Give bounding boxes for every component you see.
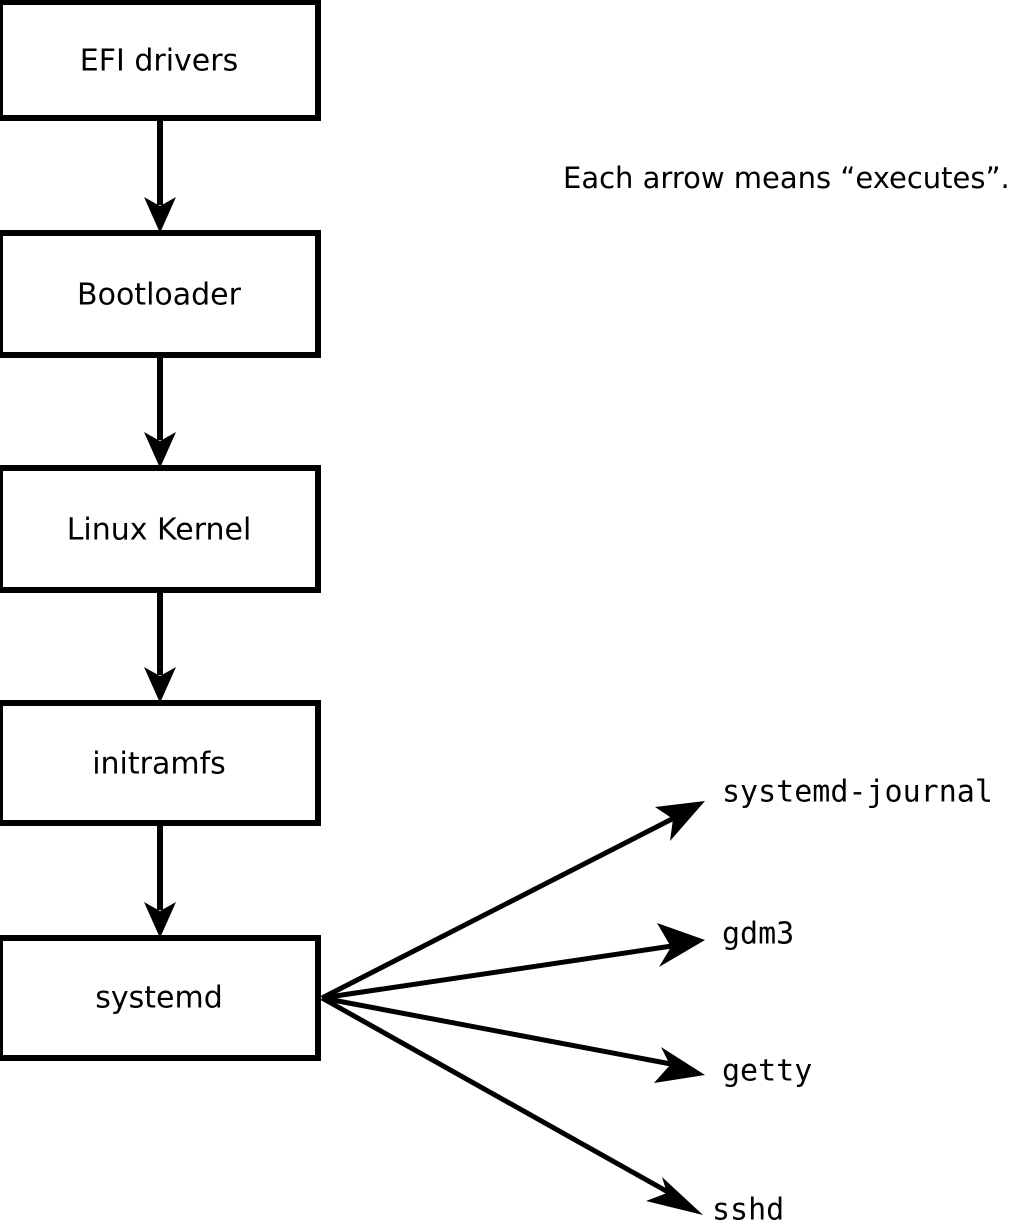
fan-arrow-systemd-to-gdm3 bbox=[321, 923, 705, 1001]
stage-box-label-initramfs: initramfs bbox=[92, 747, 226, 782]
flow-arrow-kernel-to-initramfs bbox=[144, 590, 176, 703]
process-label-sshd: sshd bbox=[712, 1193, 784, 1228]
stage-box-label-efi-drivers: EFI drivers bbox=[80, 44, 238, 79]
stage-box-initramfs[interactable]: initramfs bbox=[0, 700, 321, 826]
fan-arrow-systemd-to-systemd-journal bbox=[320, 801, 705, 1001]
fan-arrow-systemd-to-sshd bbox=[320, 995, 703, 1215]
stage-box-linux-kernel[interactable]: Linux Kernel bbox=[0, 465, 321, 593]
process-label-gdm3: gdm3 bbox=[722, 917, 794, 952]
flow-arrow-efi-to-bootloader bbox=[144, 118, 176, 233]
process-label-getty: getty bbox=[722, 1054, 812, 1089]
flow-arrow-bootloader-to-kernel bbox=[144, 355, 176, 468]
stage-box-systemd[interactable]: systemd bbox=[0, 935, 321, 1061]
process-label-systemd-journal: systemd-journal bbox=[722, 775, 993, 810]
flow-arrow-initramfs-to-systemd bbox=[144, 823, 176, 938]
stage-box-label-bootloader: Bootloader bbox=[77, 278, 242, 313]
fan-arrow-systemd-to-getty bbox=[321, 995, 705, 1083]
stage-box-efi-drivers[interactable]: EFI drivers bbox=[0, 0, 321, 121]
stage-box-bootloader[interactable]: Bootloader bbox=[0, 230, 321, 358]
legend-text: Each arrow means “executes”. bbox=[563, 161, 1010, 195]
stage-box-label-linux-kernel: Linux Kernel bbox=[67, 513, 252, 548]
stage-box-label-systemd: systemd bbox=[95, 981, 223, 1016]
